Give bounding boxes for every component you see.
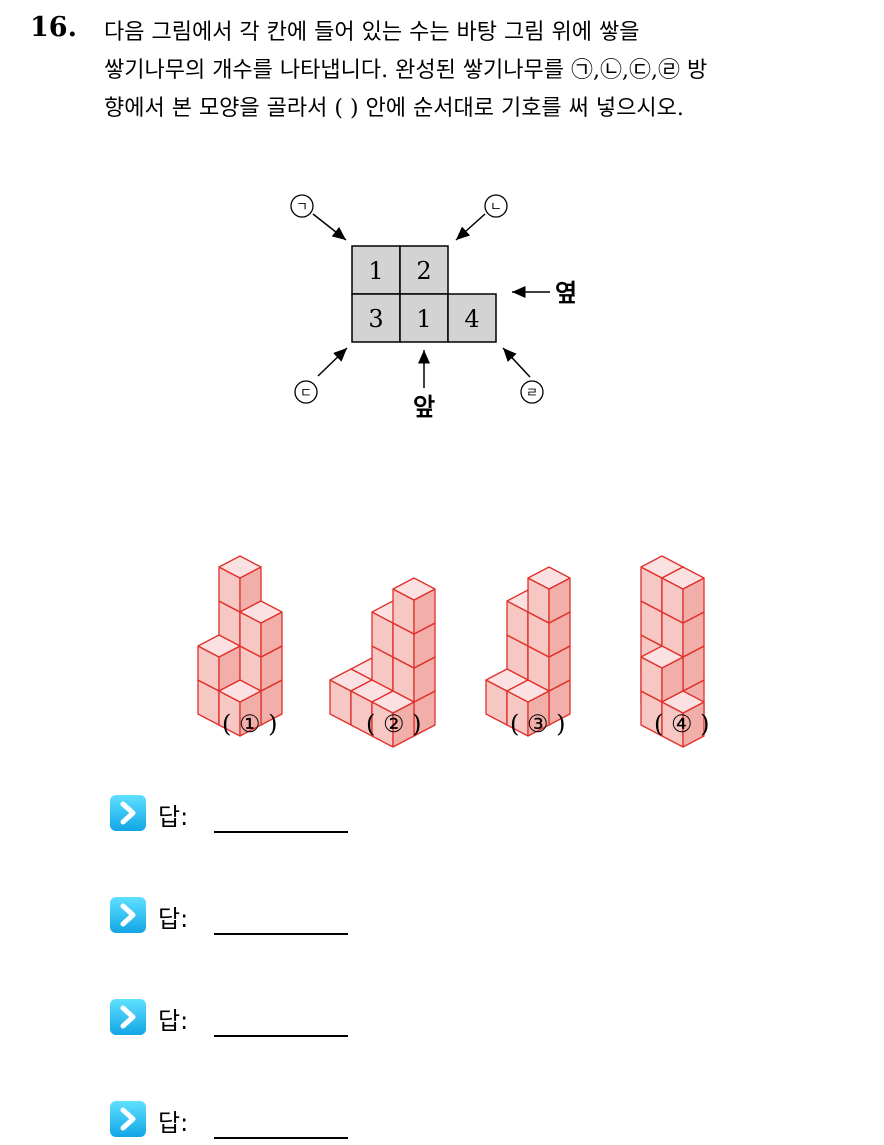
cube	[661, 690, 705, 748]
cell-value: 2	[416, 257, 431, 285]
question-text-line-1: 다음 그림에서 각 칸에 들어 있는 수는 바탕 그림 위에 쌓을	[104, 20, 640, 45]
cube-face-top	[197, 634, 241, 658]
answer-label: 답:	[158, 803, 189, 831]
chevron-right-icon	[110, 795, 146, 831]
cell-value: 4	[464, 305, 479, 333]
cube-face-top	[218, 555, 262, 579]
arrow-b	[455, 213, 486, 241]
cube-stack-option-1	[197, 555, 283, 737]
question-text-line-2: 쌓기나무의 개수를 나타냅니다. 완성된 쌓기나무를 ㉠,㉡,㉢,㉣ 방	[104, 58, 708, 83]
cell-value: 1	[368, 257, 383, 285]
cube	[661, 566, 705, 624]
chevron-right-icon	[110, 1101, 146, 1137]
cell-value: 3	[368, 305, 383, 333]
grid-cell: 2	[399, 245, 449, 295]
arrow-a	[312, 213, 347, 241]
cube-face-top	[239, 600, 283, 624]
label-d-circle	[520, 380, 544, 404]
label-b-circle	[484, 194, 508, 218]
cube-face-top	[661, 690, 705, 714]
answer-blank[interactable]	[214, 1137, 348, 1139]
cube-stack-option-3	[485, 566, 571, 737]
option-1-label: ( ① )	[222, 710, 278, 738]
cube	[218, 679, 262, 737]
option-4-label: ( ④ )	[654, 710, 710, 738]
label-side: 옆	[555, 279, 577, 307]
question-number: 16.	[30, 12, 77, 43]
answer-blank[interactable]	[214, 831, 348, 833]
grid-cell: 4	[447, 293, 497, 343]
question-text-line-3: 향에서 본 모양을 골라서 ( ) 안에 순서대로 기호를 써 넣으시오.	[104, 96, 684, 121]
answer-label: 답:	[158, 1007, 189, 1035]
cube-stack-option-4	[640, 555, 705, 748]
grid-cell: 3	[351, 293, 401, 343]
arrow-c	[317, 347, 348, 377]
grid-cell: 1	[351, 245, 401, 295]
cell-value: 1	[416, 305, 431, 333]
cube-face-top	[640, 645, 684, 669]
label-a: ㄱ	[296, 200, 308, 215]
cube	[218, 555, 262, 613]
arrow-d	[502, 347, 531, 378]
cube	[506, 679, 550, 737]
cube-face-top	[371, 690, 415, 714]
cube-stack-option-2	[329, 577, 436, 748]
cube	[527, 566, 571, 624]
option-2-label: ( ② )	[366, 710, 422, 738]
cube	[239, 600, 283, 658]
cube-face-top	[506, 679, 550, 703]
cube	[640, 645, 684, 703]
label-c: ㄷ	[300, 386, 312, 401]
cube-face-top	[527, 566, 571, 590]
cube-face-top	[392, 577, 436, 601]
label-d: ㄹ	[526, 386, 538, 401]
chevron-right-icon	[110, 999, 146, 1035]
label-c-circle	[294, 380, 318, 404]
label-front: 앞	[413, 393, 435, 421]
chevron-right-icon	[110, 897, 146, 933]
answer-label: 답:	[158, 1109, 189, 1137]
option-3-label: ( ③ )	[510, 710, 566, 738]
answer-blank[interactable]	[214, 933, 348, 935]
answer-label: 답:	[158, 905, 189, 933]
cube	[392, 577, 436, 635]
cube-face-top	[661, 566, 705, 590]
cube	[371, 690, 415, 748]
label-b: ㄴ	[490, 200, 502, 215]
answer-blank[interactable]	[214, 1035, 348, 1037]
cube	[197, 634, 241, 692]
cube-face-top	[218, 679, 262, 703]
label-a-circle	[290, 194, 314, 218]
